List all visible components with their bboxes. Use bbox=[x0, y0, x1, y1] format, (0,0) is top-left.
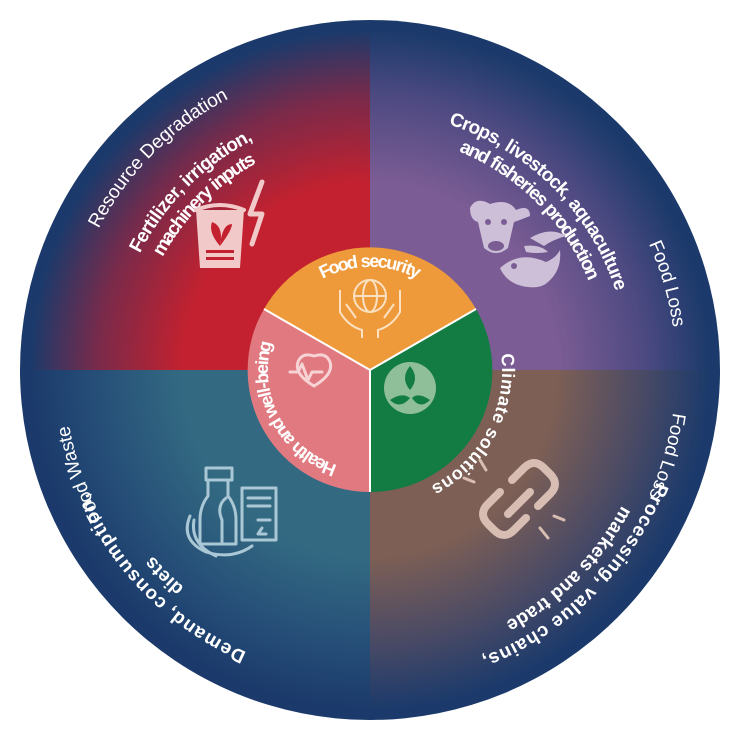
heart-pulse-icon bbox=[288, 353, 333, 388]
fertilizer-bag-and-energy-icon bbox=[194, 179, 265, 268]
leaves-icon bbox=[384, 362, 436, 414]
cow-wheat-fish-icon bbox=[470, 200, 566, 288]
groceries-icon bbox=[185, 466, 278, 558]
chain-link-icon bbox=[462, 458, 566, 540]
segment-health-and-well-being bbox=[247, 309, 370, 493]
globe-in-hands-icon bbox=[339, 279, 401, 338]
outcomes-wheel bbox=[247, 247, 493, 493]
